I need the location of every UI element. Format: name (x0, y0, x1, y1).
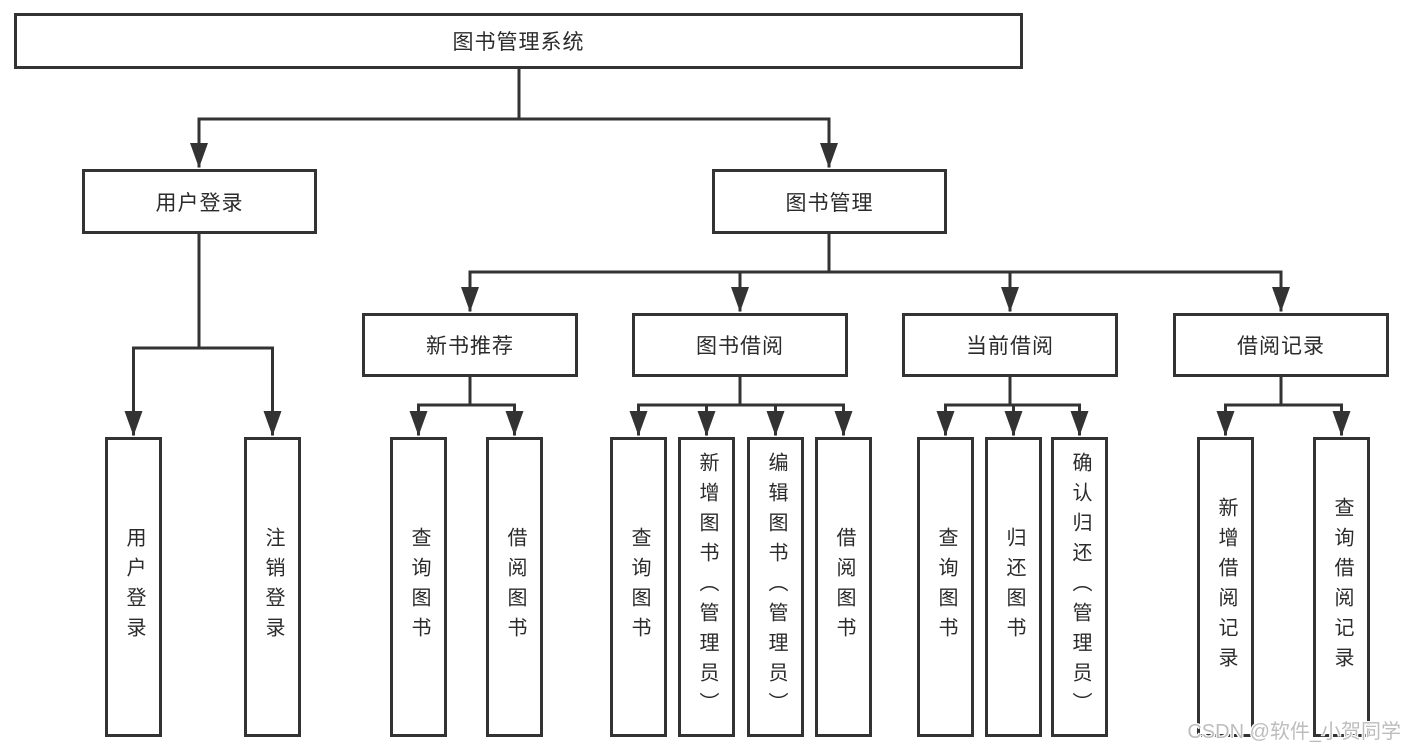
node-root: 图书管理系统 (14, 13, 1023, 69)
node-br-query-record-label: 查询借阅记录 (1331, 497, 1353, 677)
node-logout-label: 注销登录 (262, 527, 284, 647)
node-book-management-label: 图书管理 (785, 191, 874, 215)
node-current-borrowing: 当前借阅 (902, 313, 1118, 377)
watermark-text: CSDN @软件_小贺同学 (1187, 721, 1401, 743)
node-user-login-leaf-label: 用户登录 (123, 527, 145, 647)
node-bb-borrow-books: 借阅图书 (815, 437, 872, 737)
node-book-management: 图书管理 (712, 169, 947, 234)
node-cb-return-books: 归还图书 (985, 437, 1042, 737)
node-rec-borrow-books-label: 借阅图书 (504, 527, 526, 647)
node-bb-edit-books-admin-label: 编辑图书（管理员） (765, 452, 787, 722)
node-user-login: 用户登录 (82, 169, 317, 234)
node-br-query-record: 查询借阅记录 (1313, 437, 1370, 737)
node-br-add-record-label: 新增借阅记录 (1215, 497, 1237, 677)
node-borrow-records: 借阅记录 (1173, 313, 1389, 377)
node-rec-query-books-label: 查询图书 (408, 527, 430, 647)
node-book-borrowing: 图书借阅 (632, 313, 848, 377)
node-user-login-leaf: 用户登录 (105, 437, 162, 737)
node-bb-query-books-label: 查询图书 (628, 527, 650, 647)
node-logout: 注销登录 (244, 437, 301, 737)
node-root-label: 图书管理系统 (452, 31, 585, 54)
connector-path (132, 67, 1343, 436)
node-rec-borrow-books: 借阅图书 (486, 437, 543, 737)
node-new-book-recommend: 新书推荐 (362, 313, 578, 377)
node-book-borrowing-label: 图书借阅 (696, 335, 784, 358)
node-cb-confirm-return-admin: 确认归还（管理员） (1051, 437, 1108, 737)
node-br-add-record: 新增借阅记录 (1197, 437, 1254, 737)
node-bb-edit-books-admin: 编辑图书（管理员） (747, 437, 804, 737)
node-cb-return-books-label: 归还图书 (1003, 527, 1025, 647)
node-borrow-records-label: 借阅记录 (1237, 335, 1325, 358)
node-bb-query-books: 查询图书 (610, 437, 667, 737)
node-user-login-label: 用户登录 (155, 191, 244, 215)
node-cb-confirm-return-admin-label: 确认归还（管理员） (1069, 452, 1091, 722)
node-rec-query-books: 查询图书 (390, 437, 447, 737)
node-cb-query-books: 查询图书 (917, 437, 974, 737)
node-bb-borrow-books-label: 借阅图书 (833, 527, 855, 647)
node-bb-add-books-admin-label: 新增图书（管理员） (696, 452, 718, 722)
node-bb-add-books-admin: 新增图书（管理员） (678, 437, 735, 737)
node-current-borrowing-label: 当前借阅 (966, 335, 1054, 358)
node-cb-query-books-label: 查询图书 (935, 527, 957, 647)
node-new-book-recommend-label: 新书推荐 (426, 335, 514, 358)
